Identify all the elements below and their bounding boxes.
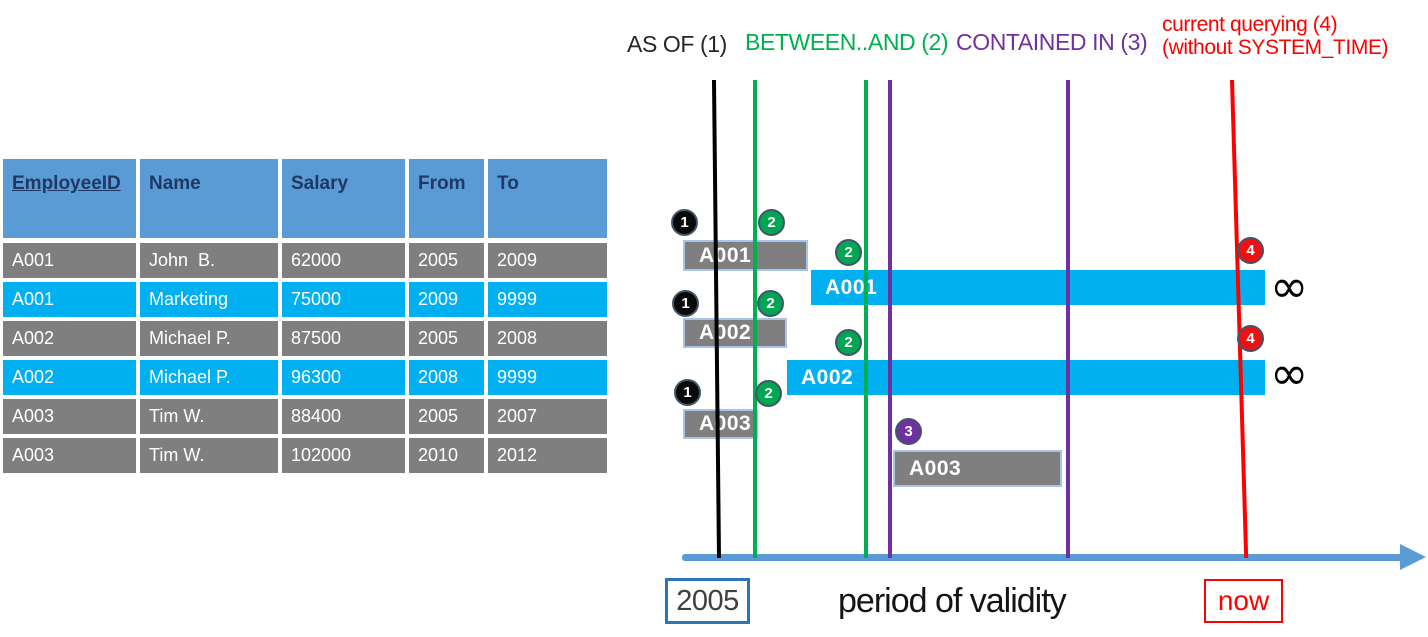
validity-bar-a002-current: A002 — [787, 360, 1265, 395]
legend-current-querying-line1: current querying (4) — [1162, 13, 1338, 36]
infinity-icon: ∞ — [1270, 259, 1309, 313]
query-line-contained-start — [888, 80, 892, 558]
legend-contained-in: CONTAINED IN (3) — [956, 29, 1148, 55]
table-cell: 2010 — [409, 438, 484, 473]
table-cell: Tim W. — [140, 438, 278, 473]
start-year-label: 2005 — [676, 584, 739, 617]
legend-between-and: BETWEEN..AND (2) — [745, 29, 949, 55]
marker-4-icon: 4 — [1237, 325, 1264, 352]
table-cell: 9999 — [488, 360, 607, 395]
marker-2-icon: 2 — [835, 239, 862, 266]
table-cell: 96300 — [282, 360, 405, 395]
table-cell: A002 — [3, 360, 136, 395]
validity-bar-a001-current: A001 — [811, 270, 1265, 305]
table-cell: 2009 — [409, 282, 484, 317]
header-cell-from: From — [409, 159, 484, 238]
table-cell: 2005 — [409, 321, 484, 356]
marker-1-icon: 1 — [671, 209, 698, 236]
marker-2-icon: 2 — [755, 380, 782, 407]
validity-bar-a001-old: A001 — [683, 240, 808, 271]
table-cell: 2007 — [488, 399, 607, 434]
infinity-icon: ∞ — [1270, 346, 1309, 400]
table-cell: 102000 — [282, 438, 405, 473]
table-cell: 2005 — [409, 243, 484, 278]
table-cell: A003 — [3, 438, 136, 473]
table-cell: 9999 — [488, 282, 607, 317]
validity-bar-a002-old: A002 — [683, 318, 787, 348]
table-cell: 2009 — [488, 243, 607, 278]
legend-current-querying-line2: (without SYSTEM_TIME) — [1162, 36, 1389, 59]
time-axis — [682, 554, 1404, 561]
query-line-contained-end — [1066, 80, 1070, 558]
table-cell: 87500 — [282, 321, 405, 356]
marker-2-icon: 2 — [835, 329, 862, 356]
header-cell-employeeid: EmployeeID — [3, 159, 136, 238]
marker-1-icon: 1 — [674, 379, 701, 406]
query-line-between-end — [864, 80, 868, 558]
table-cell: A001 — [3, 282, 136, 317]
table-cell: 88400 — [282, 399, 405, 434]
header-cell-to: To — [488, 159, 607, 238]
time-axis-arrowhead — [1400, 544, 1426, 570]
table-cell: 2012 — [488, 438, 607, 473]
table-cell: Tim W. — [140, 399, 278, 434]
table-cell: Michael P. — [140, 321, 278, 356]
table-cell: 62000 — [282, 243, 405, 278]
table-cell: John B. — [140, 243, 278, 278]
validity-bar-a003-old: A003 — [683, 409, 758, 439]
table-cell: 75000 — [282, 282, 405, 317]
table-cell: 2008 — [409, 360, 484, 395]
legend-current-querying: current querying (4)(without SYSTEM_TIME… — [1162, 13, 1389, 59]
table-cell: 2008 — [488, 321, 607, 356]
now-box: now — [1204, 579, 1283, 623]
query-line-current — [1230, 80, 1248, 558]
table-cell: A002 — [3, 321, 136, 356]
marker-4-icon: 4 — [1237, 237, 1264, 264]
validity-bar-a003-closed: A003 — [893, 450, 1062, 487]
start-year-box: 2005 — [665, 578, 750, 624]
table-cell: A003 — [3, 399, 136, 434]
axis-title: period of validity — [838, 582, 1067, 620]
legend-as-of: AS OF (1) — [627, 31, 727, 57]
table-cell: Michael P. — [140, 360, 278, 395]
marker-1-icon: 1 — [672, 290, 699, 317]
header-cell-salary: Salary — [282, 159, 405, 238]
header-cell-name: Name — [140, 159, 278, 238]
table-cell: 2005 — [409, 399, 484, 434]
marker-2-icon: 2 — [758, 209, 785, 236]
now-label: now — [1217, 585, 1270, 616]
marker-2-icon: 2 — [757, 290, 784, 317]
marker-3-icon: 3 — [895, 418, 922, 445]
query-line-between-start — [753, 80, 757, 558]
table-cell: Marketing — [140, 282, 278, 317]
table-cell: A001 — [3, 243, 136, 278]
